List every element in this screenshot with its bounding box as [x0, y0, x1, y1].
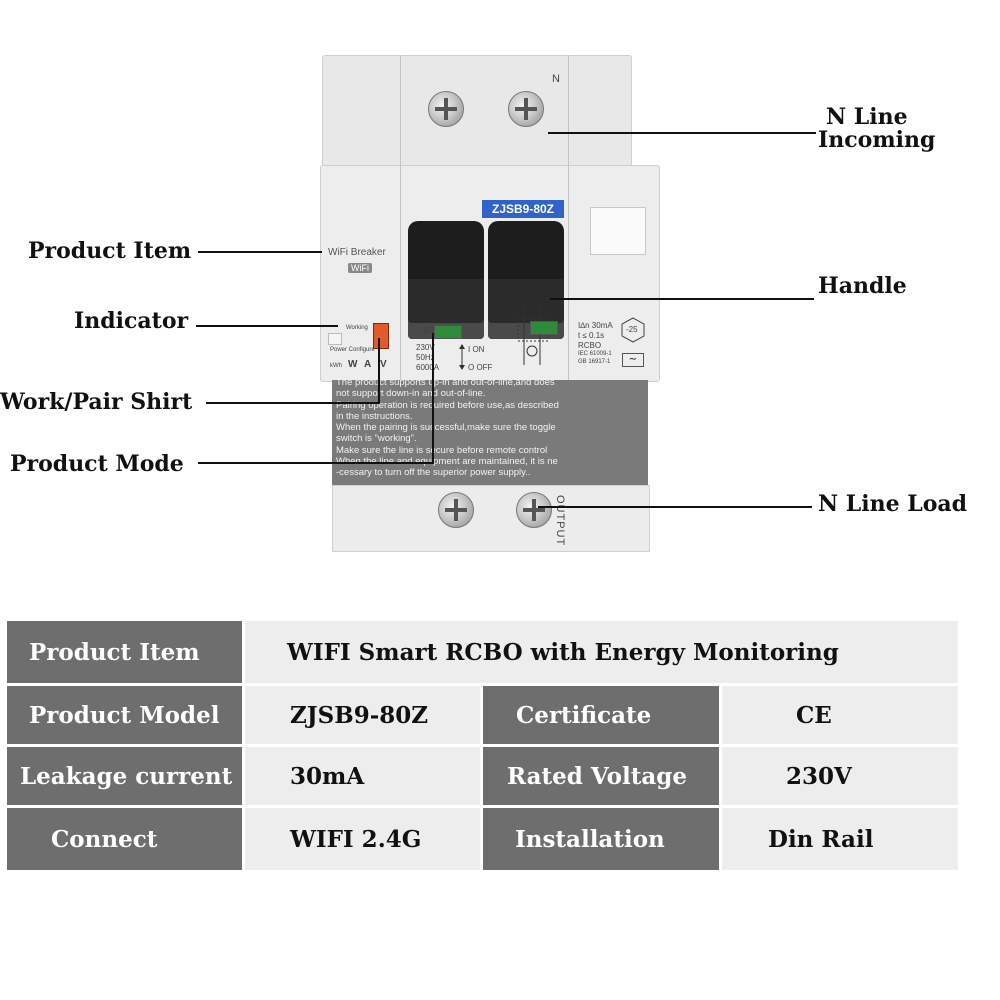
- instruction-line: When the pairing is successful,make sure…: [336, 422, 556, 434]
- callout-line: [198, 462, 434, 464]
- callout-line: [206, 402, 380, 404]
- callout-line: [548, 132, 816, 134]
- ac-symbol-icon: ∼: [622, 353, 644, 367]
- seam: [568, 55, 569, 167]
- n-terminal-label: N: [552, 73, 560, 85]
- spec-breaking: 6000A: [416, 363, 440, 372]
- on-label: I ON: [468, 345, 485, 354]
- instructions-text: The product supports up-in and out-of-li…: [336, 377, 636, 479]
- top-screw-left: [428, 91, 464, 127]
- test-button[interactable]: [590, 207, 646, 255]
- callout-line: [198, 251, 322, 253]
- instruction-line: Make sure the line is secure before remo…: [336, 444, 548, 456]
- spec-frequency: 50Hz: [416, 353, 435, 362]
- instruction-line: not support down-in and out-of-line.: [336, 388, 486, 400]
- instruction-line: -cessary to turn off the superior power …: [336, 467, 531, 479]
- temperature-label: -25: [626, 325, 638, 334]
- callout-work-pair-switch: Work/Pair Shirt: [0, 389, 193, 415]
- indicator-led: [328, 333, 342, 345]
- value-connect: WIFI 2.4G: [245, 808, 480, 870]
- off-label: O OFF: [468, 363, 493, 372]
- value-product-model: ZJSB9-80Z: [245, 686, 480, 744]
- label-rated-voltage: Rated Voltage: [483, 747, 719, 805]
- callout-line: [378, 338, 380, 404]
- callout-n-line-incoming: N Line: [826, 104, 908, 130]
- callout-indicator: Indicator: [74, 308, 189, 334]
- rating-time: t ≤ 0.1s: [578, 331, 605, 340]
- handle-rocker: [408, 221, 484, 279]
- rating-current: I∆n 30mA: [578, 321, 613, 330]
- rating-iec: IEC 61009-1: [578, 351, 612, 357]
- callout-product-mode: Product Mode: [10, 451, 184, 477]
- instruction-line: When the line and equipment are maintain…: [336, 456, 558, 468]
- value-rated-voltage: 230V: [722, 747, 958, 805]
- instruction-line: switch is "working".: [336, 433, 417, 445]
- c63-label: C63: [424, 325, 442, 336]
- callout-product-item: Product Item: [28, 238, 192, 264]
- label-leakage-current: Leakage current: [7, 747, 242, 805]
- callout-handle: Handle: [818, 273, 907, 299]
- top-screw-right: [508, 91, 544, 127]
- breaker-image: N ZJSB9-80Z WiFi Breaker WiFi Working Po…: [320, 55, 660, 552]
- voltage-v-icon: V: [380, 359, 387, 370]
- status-window-right: [530, 321, 558, 335]
- value-leakage-current: 30mA: [245, 747, 480, 805]
- power-configure-label: Power Configure: [330, 347, 375, 353]
- bottom-screw-left: [438, 492, 474, 528]
- breaker-top-section: [322, 55, 632, 169]
- instruction-panel: [332, 380, 648, 485]
- callout-line: [196, 325, 338, 327]
- rating-type: RCBO: [578, 341, 602, 350]
- seam: [568, 165, 569, 380]
- label-product-model: Product Model: [7, 686, 242, 744]
- label-connect: Connect: [7, 808, 242, 870]
- current-a-icon: A: [364, 359, 372, 370]
- working-label: Working: [346, 325, 368, 331]
- instruction-line: Pairing operation is required before use…: [336, 399, 559, 411]
- instruction-line: The product supports up-in and out-of-li…: [336, 377, 555, 388]
- value-installation: Din Rail: [722, 808, 958, 870]
- callout-line: [432, 333, 434, 464]
- wifi-logo: WiFi: [348, 263, 372, 273]
- power-w-icon: W: [348, 359, 358, 370]
- work-pair-switch[interactable]: [373, 323, 389, 349]
- value-certificate: CE: [722, 686, 958, 744]
- wifi-breaker-label: WiFi Breaker: [328, 247, 386, 258]
- label-certificate: Certificate: [483, 686, 719, 744]
- output-label: OUTPUT: [554, 495, 566, 547]
- bottom-screw-right: [516, 492, 552, 528]
- callout-line: [550, 298, 814, 300]
- callout-n-line-load: N Line Load: [818, 491, 968, 517]
- kwh-label: kWh: [330, 363, 342, 369]
- status-window-left: [434, 325, 462, 339]
- rating-gb: GB 16917-1: [578, 359, 611, 365]
- on-off-arrow-icon: [459, 344, 465, 370]
- temperature-snowflake-icon: [621, 317, 645, 343]
- label-product-item: Product Item: [7, 621, 242, 683]
- model-tag: ZJSB9-80Z: [482, 200, 564, 218]
- breaker-bottom-section: [332, 485, 650, 552]
- callout-n-line-incoming-2: Incoming: [818, 127, 936, 153]
- seam: [400, 165, 401, 380]
- seam: [400, 55, 401, 167]
- callout-line: [538, 506, 812, 508]
- spec-voltage: 230V: [416, 343, 435, 352]
- value-product-item: WIFI Smart RCBO with Energy Monitoring: [245, 621, 958, 683]
- instruction-line: in the instructions.: [336, 410, 413, 422]
- label-installation: Installation: [483, 808, 719, 870]
- circuit-diagram-icon: [517, 309, 549, 365]
- handle-rocker: [488, 221, 564, 279]
